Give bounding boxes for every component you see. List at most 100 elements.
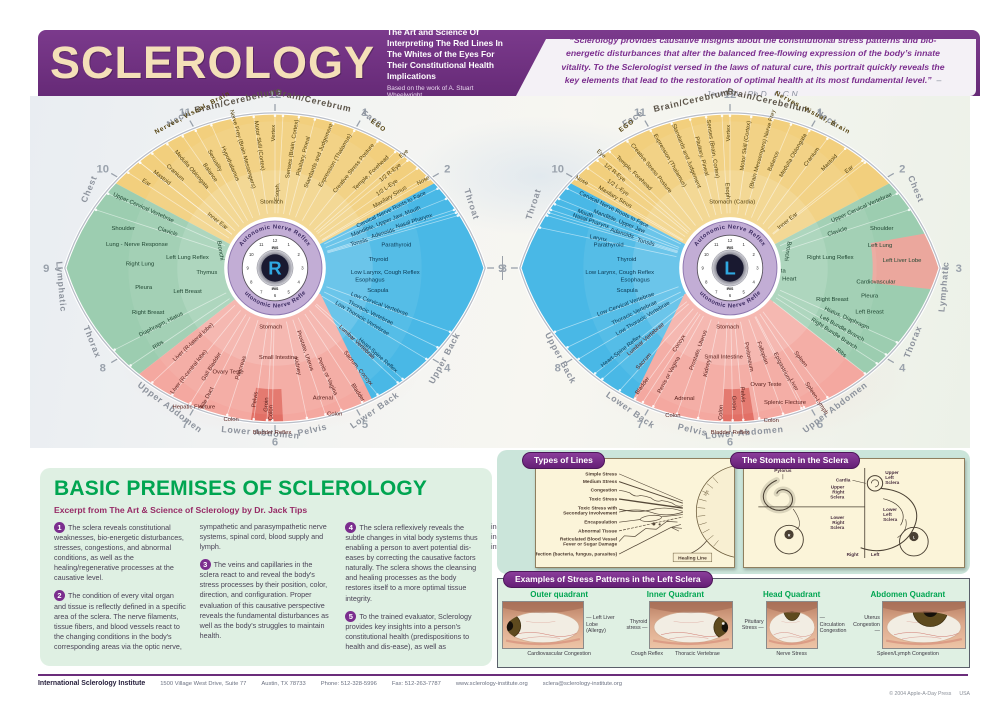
copyright-text: © 2004 Apple-A-Day Press	[889, 691, 952, 697]
eye-label: Kidney	[292, 357, 302, 376]
vein	[773, 632, 813, 637]
eye-spoke-dot	[138, 161, 142, 164]
premises-title: BASIC PREMISES OF SCLEROLOGY	[54, 477, 428, 500]
eye-spoke-dot	[305, 416, 309, 420]
lower-eyelid	[653, 638, 730, 646]
clock-number: 10	[552, 163, 565, 175]
eye-spoke	[671, 123, 710, 218]
right-eye-letter: R	[788, 534, 791, 538]
eye-spoke-dot	[225, 413, 229, 417]
eye-label: Colon	[764, 418, 779, 424]
premise-text: The sclera reflexively reveals the subtl…	[345, 523, 478, 603]
eye-spoke	[325, 198, 447, 248]
eye-spoke-dot	[352, 129, 356, 133]
eye-spoke-dot	[596, 159, 599, 163]
eye-spoke	[705, 117, 722, 214]
eye-spoke-dot	[425, 357, 428, 361]
eye-spoke	[130, 298, 230, 366]
eye-rim-edge	[64, 112, 486, 424]
line-type-label: Medium Stress	[583, 479, 618, 485]
eye-spoke	[324, 188, 438, 245]
stomach-inner	[883, 498, 904, 526]
eye-label: Esophagus	[620, 277, 649, 283]
eye-label: Small Intestine	[704, 355, 742, 361]
eye-spoke-dot	[575, 178, 578, 181]
eye-rim-edge	[519, 112, 941, 424]
stomach-sclera-title: The Stomach in the Sclera	[730, 452, 861, 469]
eye-label: Small Intestine	[259, 355, 297, 361]
example-bottom-annotations: Spleen/Lymph Congestion	[876, 651, 939, 657]
eye-spoke	[314, 305, 398, 383]
eye-spoke-dot	[151, 152, 154, 155]
iris-ring-number: 3	[301, 266, 304, 271]
eye-spoke-dot	[641, 400, 645, 404]
clock-number: 2	[444, 163, 450, 175]
eye-label: Ovary Teste	[750, 382, 781, 388]
eye-label: Ear	[844, 165, 855, 175]
example-card: Outer quadrant— Left Liver Lobe (Allergy…	[501, 590, 617, 657]
eye-label: Mouth	[576, 209, 593, 220]
eye-spoke	[578, 176, 684, 241]
premise-number: 2	[54, 590, 65, 602]
eye-label: Colon	[665, 413, 680, 419]
footer-org: International Sclerology Institute	[38, 680, 146, 687]
quote-text: “Sclerology provides causative insights …	[556, 39, 950, 96]
eye-spoke-dot	[401, 155, 404, 159]
eye-spoke-dot	[875, 361, 878, 365]
iris-ring-number: 6	[729, 293, 732, 298]
line-type-stroke	[619, 489, 683, 507]
sclera-photo	[765, 601, 818, 649]
eye-spoke-dot	[670, 122, 673, 126]
eye-sector	[519, 268, 941, 424]
eye-spoke-dot	[863, 372, 867, 375]
line-type-label: Simple Stress	[585, 471, 617, 477]
eye-label: Right Lung Reflex	[807, 255, 854, 261]
eye-label: Parathyroid	[381, 243, 411, 249]
eye-spoke	[775, 297, 877, 364]
eye-region-label: Throat	[524, 187, 543, 221]
eye-spoke-dot	[586, 167, 590, 170]
iris-ring-number: 3	[756, 266, 759, 271]
vein	[673, 621, 705, 623]
eye-label: Groin	[263, 397, 270, 412]
eye-label: Peritoneum	[742, 342, 754, 373]
eye-spoke	[740, 321, 760, 419]
right-eye-diagram: 123456789101112ChestNeckBrain/Cerebellum…	[43, 86, 507, 449]
premise-number: 1	[54, 522, 65, 533]
footer-phone: Phone: 512-328-5996	[320, 681, 377, 687]
eye-spoke-dot	[194, 129, 198, 133]
iris-ring-number: 11	[259, 242, 264, 247]
eye-label: Low Larynx, Cough Reflex	[351, 270, 420, 276]
iris-ring-number: 4	[298, 279, 301, 284]
sclera-photo	[649, 601, 734, 649]
clock-number: 7	[637, 419, 643, 431]
pupil-disc	[716, 254, 744, 282]
eye-label: Pleura	[861, 294, 879, 300]
poster-subtitle: The Art and Science Of Interpreting The …	[387, 27, 503, 81]
line-type-stroke	[658, 523, 661, 526]
eye-label: Parathyroid	[594, 243, 624, 249]
examples-panel: Examples of Stress Patterns in the Left …	[497, 571, 970, 668]
line-type-stroke	[652, 522, 656, 526]
eye-spoke	[316, 156, 403, 233]
eye-spoke	[226, 319, 259, 416]
eye-spoke	[309, 310, 378, 395]
clock-tick	[110, 172, 118, 178]
eye-label: Splenic Flecture	[764, 400, 806, 406]
eye-spoke-dot	[807, 129, 811, 133]
eye-spoke	[152, 305, 236, 383]
eye-spoke	[271, 322, 275, 421]
eye-label: Colon	[268, 405, 274, 420]
eye-spoke-dot	[339, 408, 343, 412]
clock-tick	[811, 409, 816, 416]
eye-spoke-dot	[436, 187, 439, 191]
eye-spoke-dot	[231, 118, 234, 122]
vein	[669, 636, 709, 640]
vein	[521, 636, 561, 640]
